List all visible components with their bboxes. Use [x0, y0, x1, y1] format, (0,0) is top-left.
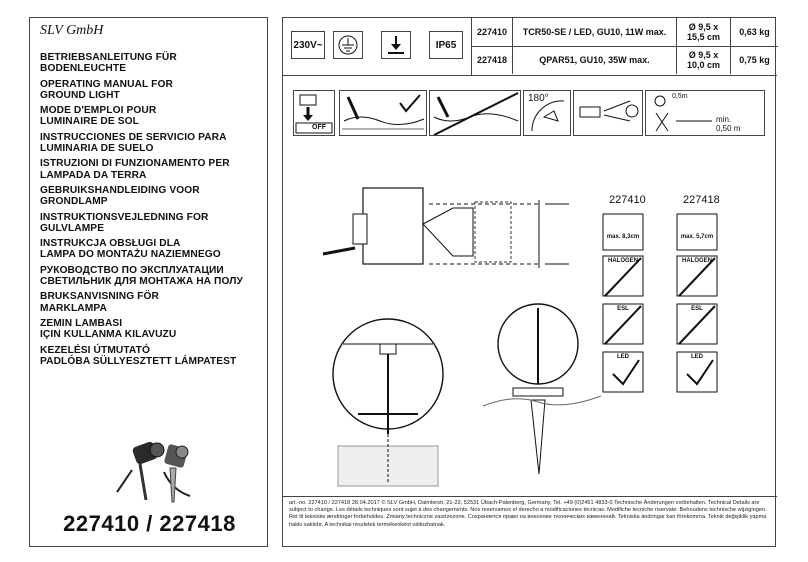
angle-label: 180°	[528, 93, 549, 104]
product-dim: Ø 9,5 x 10,0 cm	[676, 46, 730, 74]
off-label: OFF	[312, 124, 326, 131]
product-weight: 0,63 kg	[730, 18, 778, 46]
lamp-distance: 0,5m	[672, 93, 688, 100]
lamp-type-led: LED	[617, 354, 629, 360]
cleaning-pictogram	[573, 90, 643, 136]
ip-rating-box: IP65	[429, 31, 463, 59]
ip-rating: IP65	[435, 39, 457, 51]
product-photo	[116, 441, 191, 503]
cable-forbidden-pictogram	[429, 90, 521, 136]
title-hu: KEZELÉSI ÚTMUTATÓ PADLÓBA SÜLLYESZTETT L…	[40, 344, 237, 367]
product-desc: QPAR51, GU10, 35W max.	[512, 46, 676, 74]
lamp-col2-label: 227418	[683, 194, 720, 206]
title-pl: INSTRUKCJA OBSŁUGI DLA LAMPA DO MONTAŻU …	[40, 238, 221, 261]
lamp-col1-label: 227410	[609, 194, 646, 206]
ground-symbol-icon	[333, 31, 363, 59]
lamp-type-halogen: HALOGEN	[682, 258, 712, 264]
title-de: BETRIEBSANLEITUNG FÜR BODENLEUCHTE	[40, 52, 177, 75]
title-da: INSTRUKTIONSVEJLEDNING FOR GULVLAMPE	[40, 211, 209, 234]
product-art: 227418	[476, 55, 508, 65]
lamp-dim1: max. 8,3cm	[606, 234, 640, 240]
title-tr: ZEMIN LAMBASI IÇIN KULLANMA KILAVUZU	[40, 317, 177, 341]
title-nl: GEBRUIKSHANDLEIDING VOOR GRONDLAMP	[40, 184, 200, 208]
mount-arrow-icon	[381, 31, 411, 59]
product-art: 227410	[476, 27, 508, 37]
title-es: INSTRUCCIONES DE SERVICIO PARA LUMINARIA…	[40, 131, 227, 154]
pictogram-strip: OFF 180° 0,5m min. 0,50 m	[283, 84, 777, 144]
manual-titles: BETRIEBSANLEITUNG FÜR BODENLEUCHTE OPERA…	[40, 52, 264, 371]
lamp-type-esl: ESL	[617, 306, 629, 312]
product-row: 227410 TCR50-SE / LED, GU10, 11W max. Ø …	[472, 18, 778, 47]
title-fr: MODE D'EMPLOI POUR LUMINAIRE DE SOL	[40, 105, 157, 128]
distance-value: 0,50 m	[716, 124, 741, 133]
lamp-type-led: LED	[691, 354, 703, 360]
title-it: ISTRUZIONI DI FUNZIONAMENTO PER LAMPADA …	[40, 158, 230, 181]
lamp-dim2: max. 5,7cm	[680, 234, 714, 240]
min-distance-pictogram: 0,5m min. 0,50 m	[645, 90, 765, 136]
power-off-pictogram: OFF	[293, 90, 335, 136]
legal-footer: art.-no. 227410 / 227418 28.04.2017 © SL…	[283, 496, 777, 548]
product-table: 227410 TCR50-SE / LED, GU10, 11W max. Ø …	[471, 18, 778, 75]
voltage-box: 230V~	[291, 31, 325, 59]
title-en: OPERATING MANUAL FOR GROUND LIGHT	[40, 78, 173, 101]
spec-header: 230V~ IP65 227410 TCR50-SE / LED, GU10, …	[283, 18, 778, 76]
brand-name: SLV GmbH	[40, 23, 104, 38]
title-ru: РУКОВОДСТВО ПО ЭКСПЛУАТАЦИИ СВЕТИЛЬНИК Д…	[40, 264, 243, 287]
tilt-angle-pictogram: 180°	[523, 90, 571, 136]
product-row: 227418 QPAR51, GU10, 35W max. Ø 9,5 x 10…	[472, 46, 778, 74]
cover-panel: SLV GmbH BETRIEBSANLEITUNG FÜR BODENLEUC…	[29, 17, 268, 547]
technical-drawing	[322, 187, 718, 487]
instructions-panel: 230V~ IP65 227410 TCR50-SE / LED, GU10, …	[282, 17, 778, 548]
distance-min-label: min.	[716, 115, 732, 124]
article-numbers: 227410 / 227418	[63, 511, 236, 536]
lamp-type-esl: ESL	[691, 306, 703, 312]
lamp-type-halogen: HALOGEN	[608, 258, 638, 264]
product-dim: Ø 9,5 x 15,5 cm	[676, 18, 730, 46]
cable-allowed-pictogram	[339, 90, 427, 136]
product-weight: 0,75 kg	[730, 46, 778, 74]
title-sv: BRUKSANVISNING FÖR MARKLAMPA	[40, 291, 159, 314]
product-desc: TCR50-SE / LED, GU10, 11W max.	[512, 18, 676, 46]
voltage-label: 230V~	[293, 39, 323, 51]
